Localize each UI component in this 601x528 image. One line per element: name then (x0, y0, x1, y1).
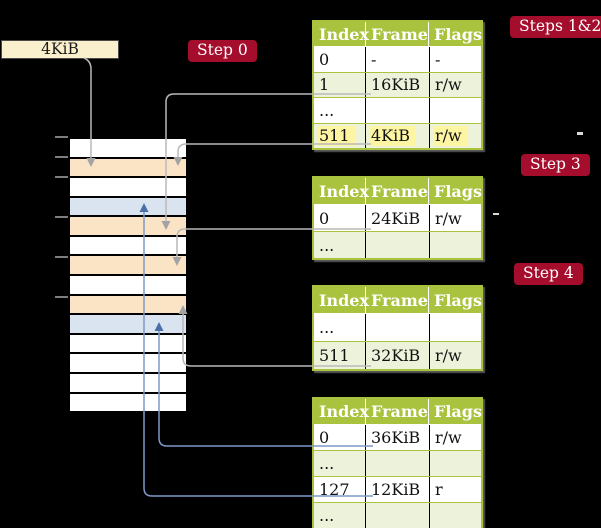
table-cell: 0 (314, 47, 366, 72)
table-cell: ... (314, 314, 366, 341)
table-row: ... (314, 231, 481, 258)
table-cell: 4KiB (366, 123, 430, 148)
table-cell: 36KiB (366, 425, 430, 450)
memory-frame-row (70, 295, 186, 314)
table-row: ... (314, 450, 481, 476)
memory-frame-row (70, 256, 186, 275)
table-cell: 12KiB (366, 477, 430, 502)
header-cell: Flags (433, 402, 482, 421)
header-cell: Index (314, 178, 369, 204)
table-cell (366, 451, 430, 476)
table-cell: 127 (314, 477, 366, 502)
header-cell: Frame (366, 22, 429, 46)
table-cell (366, 503, 430, 528)
address-tick (55, 216, 68, 218)
memory-frame-row (70, 334, 186, 353)
table-cell: ... (314, 503, 366, 528)
table-cell: 0 (314, 205, 366, 231)
table-cell: 511 (314, 123, 366, 148)
table-cell: ... (314, 232, 366, 258)
table-row: ... (314, 502, 481, 528)
memory-frame-row (70, 373, 186, 392)
memory-frame-row (70, 217, 186, 235)
table-cell (430, 232, 481, 258)
table-cell: 32KiB (366, 342, 430, 369)
table-cell: 16KiB (366, 72, 430, 97)
table-cell: r/w (435, 208, 462, 228)
memory-frame-row (70, 139, 186, 157)
table-cell (430, 503, 481, 528)
table-cell (366, 314, 430, 341)
step-3-badge: Step 3 (521, 154, 590, 176)
memory-frame-row (70, 178, 186, 196)
memory-frame-row (70, 197, 186, 216)
address-tick (55, 256, 68, 258)
memory-frame-row (70, 236, 186, 255)
steps-1-2-badge: Steps 1&2 (510, 16, 601, 38)
header-cell: Flags (433, 290, 482, 310)
table-row: 0-- (314, 47, 481, 72)
highlighted-value: 4KiB (369, 125, 417, 146)
artifact-dash (493, 213, 499, 215)
table-cell: 1 (314, 72, 366, 97)
table-cell (430, 314, 481, 341)
table-cell: - (435, 49, 441, 69)
memory-frame-row (70, 276, 186, 294)
memory-frame-row (70, 158, 186, 177)
table-cell: r (435, 480, 443, 499)
frame-size-label: 4KiB (1, 40, 119, 59)
table-cell: r/w (435, 428, 462, 447)
table-cell (366, 98, 430, 123)
table-cell (430, 98, 481, 123)
memory-frame-row (70, 354, 186, 372)
address-tick (55, 176, 68, 178)
table-cell: 511 (314, 342, 366, 369)
table-cell: 24KiB (366, 205, 430, 231)
table-cell: 0 (314, 425, 366, 450)
memory-stack (68, 137, 188, 413)
table-cell: r/w (430, 124, 481, 149)
table-cell: r/w (435, 346, 462, 365)
table-row: ... (314, 97, 481, 123)
step-0-badge: Step 0 (188, 40, 257, 62)
memory-frame-row (70, 315, 186, 333)
header-cell: Index (314, 287, 369, 313)
highlighted-value: r/w (433, 125, 468, 146)
table-row: 511 4KiB r/w (314, 122, 481, 149)
header-cell: Flags (433, 181, 482, 201)
table-cell (366, 232, 430, 258)
table-cell (430, 451, 481, 476)
header-cell: Frame (366, 178, 429, 204)
header-cell: Index (314, 399, 369, 424)
step-4-badge: Step 4 (514, 263, 583, 285)
table-cell: r/w (435, 75, 462, 95)
table-cell: ... (314, 98, 366, 123)
table-cell: ... (314, 451, 366, 476)
address-tick (55, 136, 68, 138)
header-cell: Flags (433, 24, 482, 44)
address-tick (55, 156, 68, 158)
artifact-dash (577, 132, 583, 135)
header-cell: Frame (366, 287, 429, 313)
highlighted-value: 511 (317, 125, 356, 146)
header-cell: Index (314, 22, 369, 46)
address-tick (55, 296, 68, 298)
memory-frame-row (70, 393, 186, 412)
table-cell: - (366, 47, 430, 72)
table-row: ... (314, 314, 481, 341)
header-cell: Frame (366, 399, 429, 424)
